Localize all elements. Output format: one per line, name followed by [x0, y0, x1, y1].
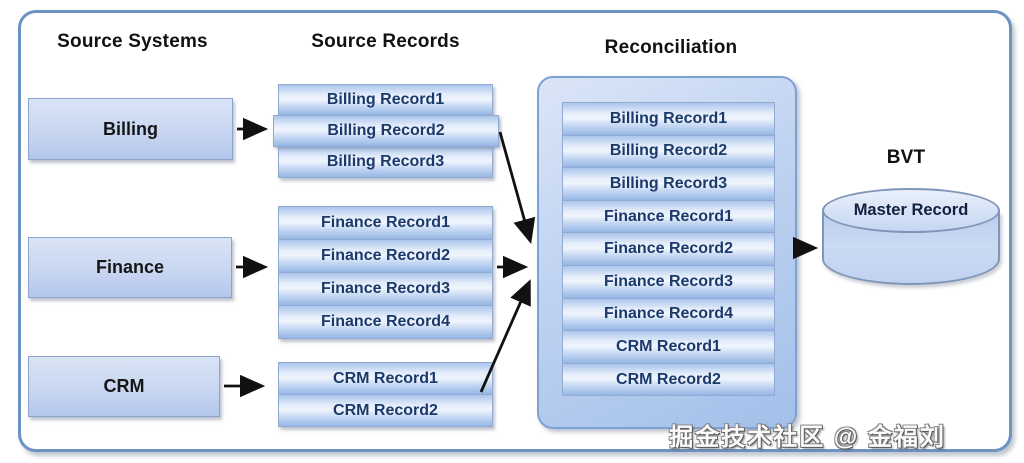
record-box-billing-3: Billing Record3	[278, 146, 493, 178]
record-box-crm-1: CRM Record1	[278, 362, 493, 395]
recon-record-box-2: Billing Record2	[562, 134, 775, 169]
record-box-finance-1: Finance Record1	[278, 206, 493, 240]
watermark-text: 掘金技术社区 @ 金福刘	[669, 424, 946, 451]
bvt-header: BVT	[886, 147, 926, 168]
record-box-crm-2: CRM Record2	[278, 394, 493, 427]
source-system-box-billing: Billing	[28, 98, 233, 160]
source-records-header: Source Records	[311, 31, 460, 52]
recon-record-box-1: Billing Record1	[562, 102, 775, 136]
record-box-finance-3: Finance Record3	[278, 272, 493, 306]
source-system-box-finance: Finance	[28, 237, 232, 298]
record-box-billing-1: Billing Record1	[278, 84, 493, 116]
reconciliation-records-stack: Billing Record1 Billing Record2 Billing …	[562, 102, 775, 397]
recon-record-box-6: Finance Record3	[562, 264, 775, 299]
source-system-box-crm: CRM	[28, 356, 220, 417]
billing-records-stack: Billing Record1 Billing Record2 Billing …	[273, 84, 499, 178]
reconciliation-header: Reconciliation	[604, 37, 738, 58]
recon-record-box-8: CRM Record1	[562, 330, 775, 364]
record-box-finance-2: Finance Record2	[278, 239, 493, 273]
master-record-cylinder-top: Master Record	[822, 188, 1000, 233]
recon-record-box-5: Finance Record2	[562, 232, 775, 266]
recon-record-box-7: Finance Record4	[562, 297, 775, 332]
recon-record-box-3: Billing Record3	[562, 167, 775, 201]
source-systems-header: Source Systems	[57, 31, 208, 52]
recon-record-box-4: Finance Record1	[562, 199, 775, 234]
record-box-billing-2: Billing Record2	[273, 115, 499, 147]
record-box-finance-4: Finance Record4	[278, 305, 493, 339]
recon-record-box-9: CRM Record2	[562, 362, 775, 397]
finance-records-stack: Finance Record1 Finance Record2 Finance …	[278, 206, 493, 339]
crm-records-stack: CRM Record1 CRM Record2	[278, 362, 493, 427]
